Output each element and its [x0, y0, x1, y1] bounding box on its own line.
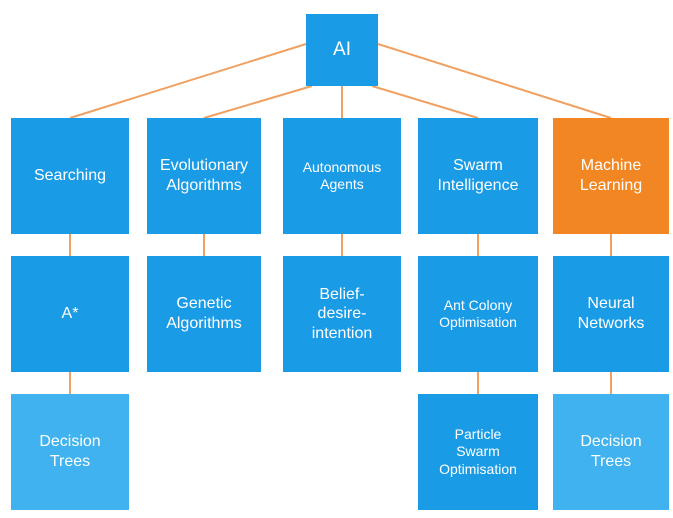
- node-decision-trees-searching: Decision Trees: [11, 394, 129, 510]
- node-a-star-label: A*: [61, 305, 79, 323]
- node-particle-swarm-optimisation-label: Particle Swarm Optimisation: [439, 426, 517, 477]
- node-evolutionary-algorithms: Evolutionary Algorithms: [147, 118, 261, 234]
- node-genetic-algorithms: Genetic Algorithms: [147, 256, 261, 372]
- node-ant-colony-optimisation: Ant Colony Optimisation: [418, 256, 538, 372]
- node-searching-label: Searching: [33, 167, 107, 185]
- node-genetic-algorithms-label: Genetic Algorithms: [166, 295, 242, 332]
- node-belief-desire-intention: Belief- desire- intention: [283, 256, 401, 372]
- node-ant-colony-optimisation-label: Ant Colony Optimisation: [439, 296, 517, 330]
- node-autonomous-agents-label: Autonomous Agents: [302, 158, 382, 192]
- node-evolutionary-algorithms-label: Evolutionary Algorithms: [159, 157, 249, 194]
- node-belief-desire-intention-label: Belief- desire- intention: [311, 285, 373, 342]
- node-machine-learning-label: Machine Learning: [579, 157, 643, 194]
- connector-root-swarm: [371, 85, 479, 119]
- node-decision-trees-ml-label: Decision Trees: [580, 433, 642, 470]
- node-machine-learning: Machine Learning: [553, 118, 669, 234]
- connector-root-searching: [69, 43, 307, 119]
- node-decision-trees-ml: Decision Trees: [553, 394, 669, 510]
- node-swarm-intelligence: Swarm Intelligence: [418, 118, 538, 234]
- node-neural-networks: Neural Networks: [553, 256, 669, 372]
- node-swarm-intelligence-label: Swarm Intelligence: [437, 157, 519, 194]
- node-ai-label: AI: [333, 39, 351, 61]
- node-a-star: A*: [11, 256, 129, 372]
- connector-root-machine-learning: [377, 43, 612, 119]
- node-searching: Searching: [11, 118, 129, 234]
- node-decision-trees-searching-label: Decision Trees: [39, 433, 101, 470]
- node-autonomous-agents: Autonomous Agents: [283, 118, 401, 234]
- node-particle-swarm-optimisation: Particle Swarm Optimisation: [418, 394, 538, 510]
- connector-root-evolutionary: [203, 85, 313, 119]
- node-ai: AI: [306, 14, 378, 86]
- node-neural-networks-label: Neural Networks: [577, 295, 645, 332]
